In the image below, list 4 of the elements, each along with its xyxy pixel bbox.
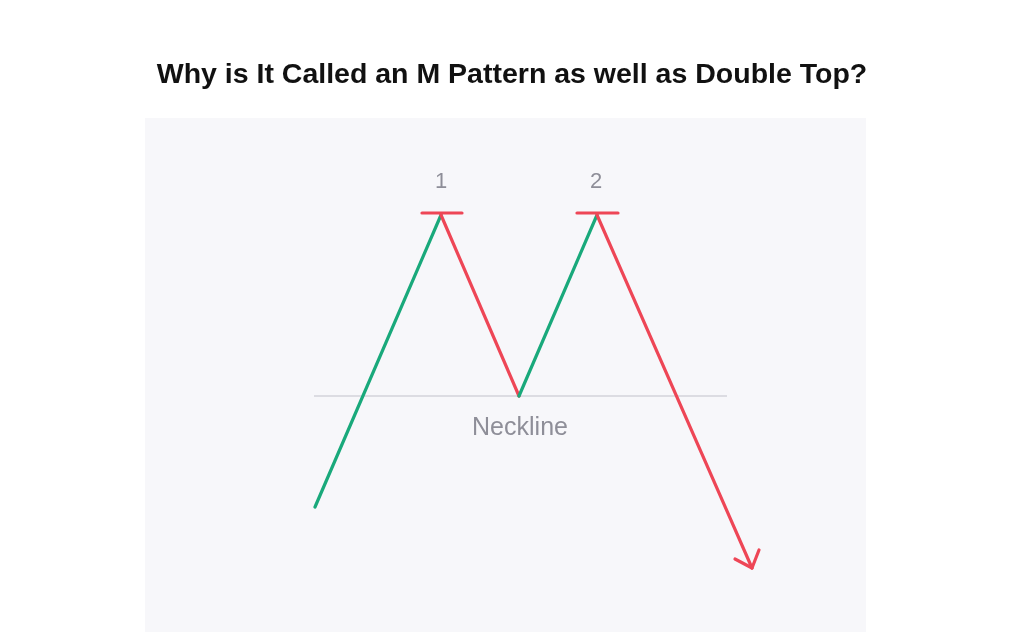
neckline-label: Neckline xyxy=(472,413,568,439)
peak-number: 2 xyxy=(589,170,603,192)
peak-number: 1 xyxy=(434,170,448,192)
title: Why is It Called an M Pattern as well as Double Top? xyxy=(156,57,868,89)
